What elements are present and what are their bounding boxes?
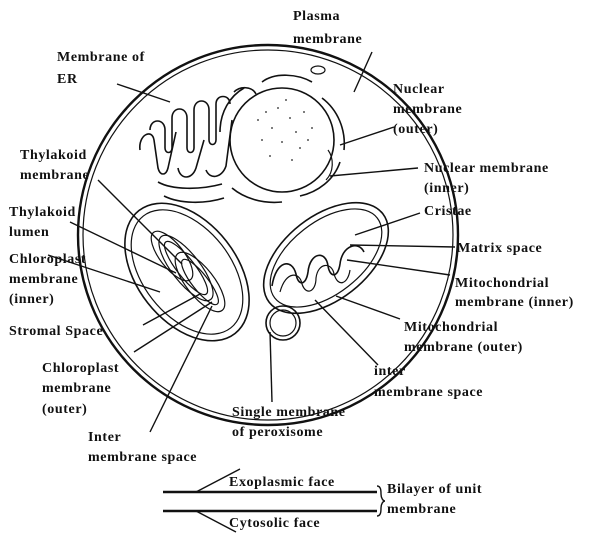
label-mitochondrial-membrane-inner: Mitochondrial membrane (inner) <box>455 276 574 310</box>
endoplasmic-reticulum <box>140 88 256 203</box>
bilayer-brace <box>377 486 385 516</box>
label-inter-membrane-space-left: Inter membrane space <box>88 430 197 465</box>
label-thylakoid-lumen: Thylakoid lumen <box>9 205 80 240</box>
label-membrane-of-er: Membrane of ER <box>57 50 149 87</box>
label-nuclear-membrane-inner: Nuclear membrane (inner) <box>424 161 553 196</box>
membrane-vesicle <box>311 66 325 74</box>
label-stromal-space: Stromal Space <box>9 324 103 339</box>
label-chloroplast-membrane-inner: Chloroplast membrane (inner) <box>9 252 90 307</box>
label-cytosolic-face: Cytosolic face <box>229 516 320 531</box>
label-cristae: Cristae <box>424 204 472 219</box>
label-nuclear-membrane-outer: Nuclear membrane (outer) <box>393 82 466 137</box>
label-inter-membrane-space-right: inter membrane space <box>374 364 483 400</box>
nucleus <box>220 75 344 202</box>
label-matrix-space: Matrix space <box>457 241 542 256</box>
label-thylakoid-membrane: Thylakoid membrane <box>20 148 91 183</box>
label-bilayer-unit-membrane: Bilayer of unit membrane <box>387 482 486 517</box>
label-plasma-membrane: Plasma membrane <box>293 9 362 47</box>
label-chloroplast-membrane-outer: Chloroplast membrane (outer) <box>42 361 123 417</box>
label-exoplasmic-face: Exoplasmic face <box>229 475 335 490</box>
